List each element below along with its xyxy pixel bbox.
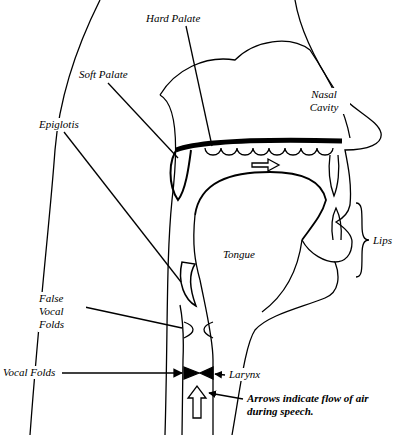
airflow-arrow (252, 159, 279, 171)
upper-incisor (329, 155, 339, 196)
leader-line (186, 26, 212, 146)
false-vocal-fold (204, 322, 213, 338)
airflow-arrow (188, 386, 206, 418)
soft-palate (171, 148, 192, 200)
larynx-front-wall (200, 280, 213, 435)
region-label: Tongue (222, 248, 256, 261)
leader-line (80, 306, 182, 328)
leader-line (215, 374, 225, 375)
note-text: Arrows indicate flow of air during speec… (246, 392, 398, 418)
part-label: Soft Palate (78, 68, 129, 81)
part-label: Vocal Folds (2, 366, 56, 379)
leader-line (209, 393, 243, 399)
tongue-root (194, 215, 200, 280)
part-label: Epiglotis (38, 118, 80, 131)
vocal-fold (200, 367, 213, 379)
leader-line (62, 372, 182, 374)
tongue-surface (195, 172, 326, 240)
mouth-floor (302, 240, 335, 262)
part-label: Lips (372, 234, 393, 247)
leader-line (64, 132, 181, 282)
part-label: Larynx (228, 368, 261, 381)
larynx-back-wall (180, 305, 183, 435)
lower-incisor (332, 208, 341, 240)
jaw-line (262, 240, 302, 312)
region-label: Nasal Cavity (298, 88, 350, 114)
vocal-fold (184, 367, 199, 379)
false-vocal-fold (184, 322, 193, 338)
part-label: False Vocal Folds (38, 292, 86, 332)
upper-teeth (205, 148, 333, 155)
nasal-cavity-outline (160, 41, 350, 138)
leader-line (108, 83, 178, 158)
part-label: Hard Palate (145, 12, 201, 25)
lips-bracket (356, 203, 369, 277)
epiglottis (180, 262, 196, 306)
